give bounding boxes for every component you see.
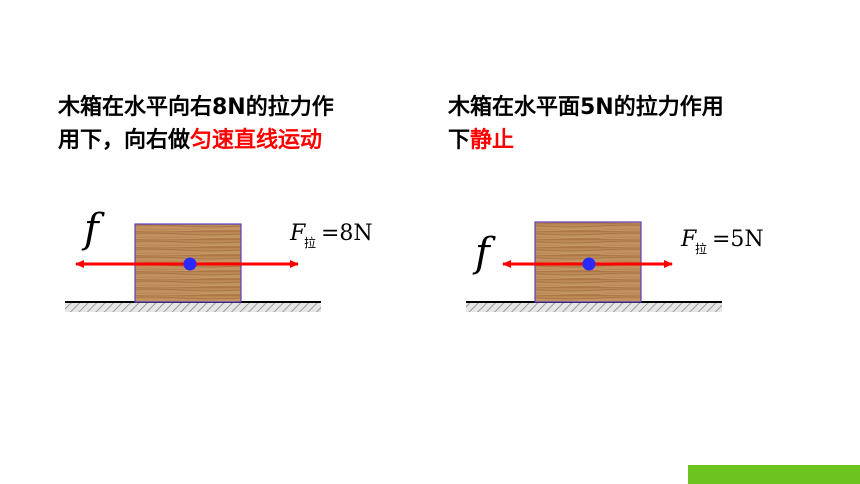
left-ground-hatch — [65, 302, 321, 312]
right-description-plain: 下 — [448, 128, 471, 153]
left-description-plain: 用下，向右做 — [58, 128, 191, 153]
accent-bar — [688, 465, 860, 484]
right-diagram: f F 拉 =5N — [466, 221, 764, 312]
left-force-value: =8N — [321, 221, 373, 246]
right-description-line2: 下静止 — [448, 124, 778, 157]
left-force-symbol: F — [289, 221, 306, 246]
left-force-subscript: 拉 — [304, 235, 316, 250]
right-force-subscript: 拉 — [695, 241, 707, 256]
right-center-dot — [582, 257, 596, 271]
right-description: 木箱在水平面5N的拉力作用 下静止 — [448, 91, 778, 157]
left-description-line1: 木箱在水平向右8N的拉力作 — [58, 95, 334, 120]
right-force-symbol: F — [680, 227, 697, 252]
right-ground-hatch — [466, 302, 722, 312]
right-highlight-static: 静止 — [470, 128, 515, 153]
right-friction-label: f — [472, 230, 496, 276]
left-diagram: f F 拉 =8N — [65, 206, 373, 312]
left-highlight-uniform-motion: 匀速直线运动 — [190, 128, 323, 153]
left-description-line2: 用下，向右做匀速直线运动 — [58, 124, 378, 157]
right-description-line1: 木箱在水平面5N的拉力作用 — [448, 95, 724, 120]
left-center-dot — [183, 257, 197, 271]
right-force-value: =5N — [712, 227, 764, 252]
left-description: 木箱在水平向右8N的拉力作 用下，向右做匀速直线运动 — [58, 91, 378, 157]
left-friction-label: f — [81, 206, 105, 252]
